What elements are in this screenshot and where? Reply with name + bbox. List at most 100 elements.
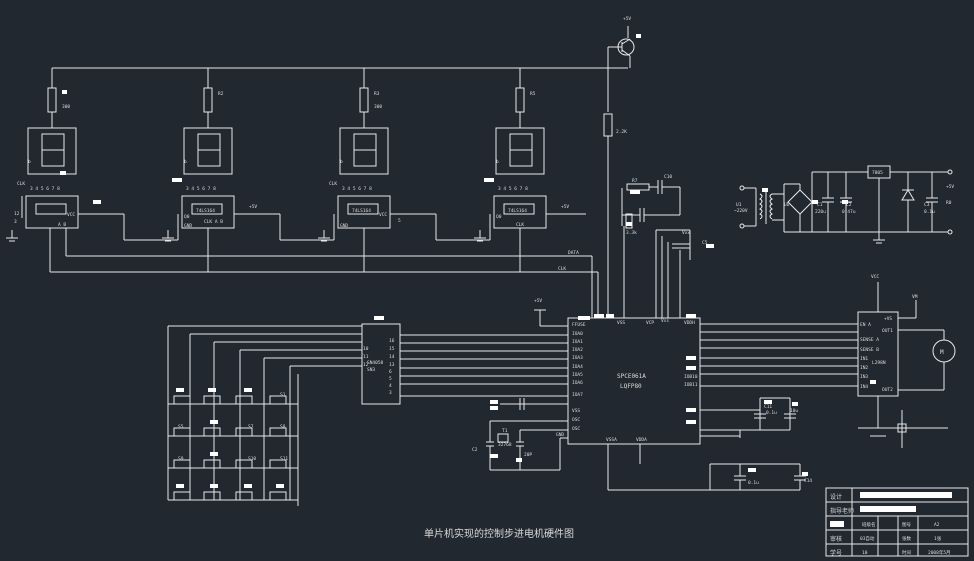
clk-pin-4: CLK (516, 222, 524, 228)
bus-wires: DATA CLK (49, 213, 599, 318)
diagram-caption: 单片机实现的控制步进电机硬件图 (424, 527, 574, 540)
clk-signal: CLK (558, 266, 566, 272)
svg-text:13: 13 (389, 362, 395, 368)
title-block: 设计 指导老师 审核 学号 班级名 图号 A2 03自动 张数 1张 10 时间… (825, 487, 969, 557)
key-s11: S11 (280, 456, 288, 462)
ref-label-3: b (340, 159, 343, 165)
svg-text:3: 3 (389, 390, 392, 396)
driver-vcc: VCC (871, 274, 879, 280)
svg-text:3 4 5 6 7 8: 3 4 5 6 7 8 (498, 186, 528, 192)
svg-text:12: 12 (14, 211, 20, 217)
drv-pin-in2: IN2 (860, 365, 868, 371)
driver-vm: VM (912, 294, 918, 300)
bottom-caps: 0.1u C14 (607, 444, 812, 491)
r3-label: R3 (374, 91, 380, 97)
q-pin-4: Q0 (496, 214, 502, 220)
gnd-pin-3: GND (340, 223, 348, 229)
r-emitter-value: 2.2K (616, 129, 627, 135)
encoder-name-1: SN4058 (367, 360, 384, 366)
r-value: 3.3k (626, 230, 637, 236)
svg-text:15: 15 (389, 346, 395, 352)
ref-label-4: b (496, 159, 499, 165)
driver-name: L298N (872, 360, 886, 366)
svg-text:11: 11 (363, 354, 369, 360)
tb-r5-1: 10 (862, 550, 868, 556)
svg-text:3 4 5 6 7 8: 3 4 5 6 7 8 (342, 186, 372, 192)
key-row-3 (173, 459, 287, 469)
mcu-pin-ioa6: IOA6 (572, 380, 583, 386)
mcu-pin-ioa0: IOA0 (572, 331, 583, 337)
plus5-2: +5V (249, 204, 257, 210)
svg-text:3 4 5 6 7 8: 3 4 5 6 7 8 (30, 186, 60, 192)
ref-label-1: b (28, 159, 31, 165)
mcu-pin-vssa: VSSA (606, 437, 617, 443)
drv-pin-senseb: SENSE B (860, 347, 879, 353)
rail-resistors: 300 R2 R3 300 R5 (47, 68, 536, 128)
r2-label: R2 (218, 91, 224, 97)
mcu-driver-wires (700, 323, 858, 387)
data-signal: DATA (568, 250, 579, 256)
drv-pin-out2: OUT2 (882, 387, 893, 393)
display-module-2: b 74LS164 CLK A B 3 4 5 6 7 8 Q0 GND +5V (172, 127, 257, 229)
tb-label-review: 审核 (830, 535, 842, 543)
c11-value: 0.1u (766, 410, 777, 416)
mcu-pin-iob11: IOB11 (684, 382, 698, 388)
crystal-value: 32768 (498, 442, 512, 448)
drv-pin-out1: OUT1 (882, 328, 893, 334)
mcu-pin-vddh: VDDH (684, 320, 695, 326)
q-pin-2: Q0 (184, 214, 190, 220)
chip-label-4: 74LS164 (508, 208, 527, 214)
mcu-pin-vss2: Vss (661, 318, 669, 324)
c5-label: C5 (702, 240, 708, 246)
svg-text:14: 14 (389, 354, 395, 360)
key-s10: S10 (248, 456, 256, 462)
mcu-pin-vss: VSS (572, 408, 580, 414)
power-rail: +5V 2.2K (52, 16, 641, 318)
key-s5: S5 (178, 424, 184, 430)
svg-text:16: 16 (389, 338, 395, 344)
r5-label: R5 (530, 91, 536, 97)
key-row-2 (173, 427, 287, 437)
tb-r4-3: 1张 (934, 535, 942, 542)
mcu-pin-osc2: OSC (572, 426, 580, 432)
supply-r0: R0 (946, 200, 952, 206)
tb-label-id: 学号 (830, 549, 842, 557)
drv-pin-ena: EN A (860, 322, 871, 328)
supply-c3: C3 (924, 202, 930, 208)
encoder-name-2: SN3 (367, 367, 375, 373)
chip-label-2: 74LS164 (196, 208, 215, 214)
key-s7: S7 (248, 424, 254, 430)
mcu-pin-ioa5: IOA5 (572, 372, 583, 378)
mcu-pin-ioa3: IOA3 (572, 355, 583, 361)
vcc-pin-1: VCC (67, 212, 75, 218)
tb-r4-2: 张数 (902, 535, 911, 542)
tb-r3-3: A2 (934, 522, 940, 528)
tb-r3-2: 图号 (902, 522, 911, 528)
vcc-top-label: +5V (623, 16, 631, 22)
svg-text:5: 5 (389, 376, 392, 382)
mcu-pin-ioa2: IOA2 (572, 347, 583, 353)
power-supply: U1 ~220V UD C1 220u C2 0.47u 7805 C3 0.1… (734, 165, 954, 244)
vxx-label: Vxx (682, 230, 690, 236)
svg-text:6: 6 (389, 369, 392, 375)
svg-text:3: 3 (14, 219, 17, 225)
supply-reg: 7805 (872, 170, 883, 176)
tb-r5-3: 2008年5月 (928, 549, 951, 556)
supply-ud: UD (784, 202, 790, 208)
mcu-pin-ioa1: IOA1 (572, 339, 583, 345)
drv-pin-in4: IN4 (860, 384, 868, 390)
r1-value: 300 (62, 104, 70, 110)
supply-c2-val: 0.47u (842, 209, 856, 215)
drv-pin-in1: IN1 (860, 356, 868, 362)
keypad: S1 S5 S7 S8 S9 S10 S11 (167, 326, 299, 506)
motor-driver-l298n: VCC VM EN A SENSE A SENSE B IN1 IN2 IN3 … (857, 274, 956, 448)
mcu-plus5: +5V (534, 298, 568, 327)
supply-c2: C2 (846, 202, 852, 208)
supply-220: ~220V (734, 208, 748, 214)
svg-text:4: 4 (389, 383, 392, 389)
key-s9: S9 (178, 456, 184, 462)
tb-r3-1: 班级名 (862, 521, 876, 528)
supply-c1-val: 220u (815, 209, 826, 215)
drv-pin-in3: IN3 (860, 374, 868, 380)
